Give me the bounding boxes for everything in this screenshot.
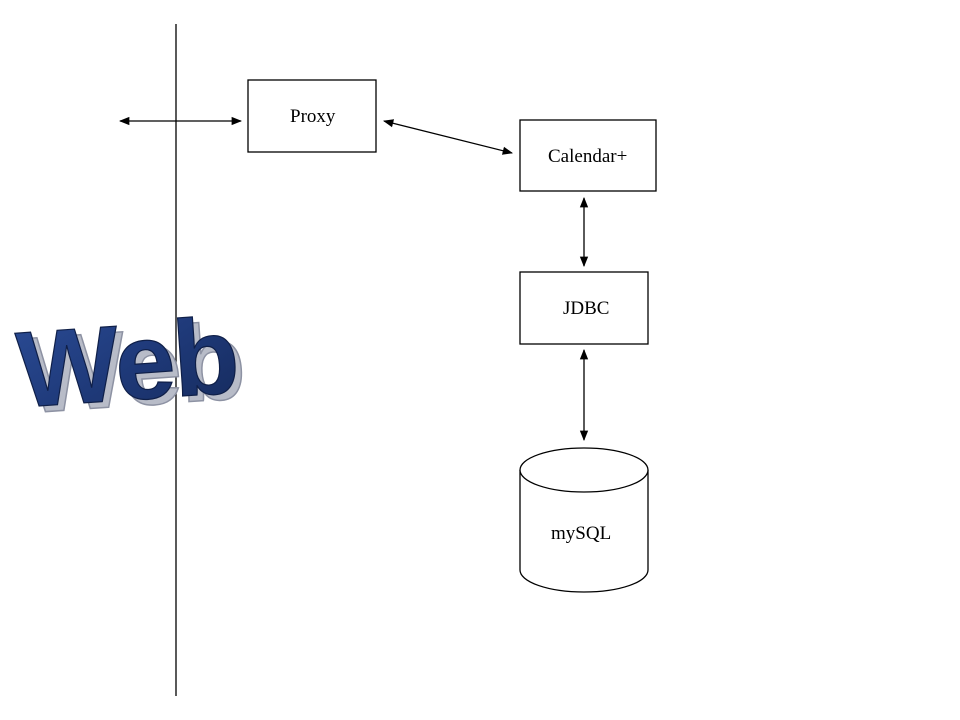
arrow-proxy-calendar xyxy=(382,119,514,155)
jdbc-box xyxy=(519,271,649,345)
calendar-node: Calendar+ xyxy=(519,119,657,192)
mysql-cylinder-body xyxy=(519,470,649,593)
proxy-label: Proxy xyxy=(290,106,336,127)
jdbc-node: JDBC xyxy=(519,271,649,345)
web-wordart-shadow: Web xyxy=(19,300,247,436)
mysql-label: mySQL xyxy=(551,523,611,544)
jdbc-label: JDBC xyxy=(563,298,609,319)
mysql-cylinder-top xyxy=(519,447,649,493)
proxy-box xyxy=(247,79,377,153)
calendar-label: Calendar+ xyxy=(548,146,627,167)
web-wordart-text: Web xyxy=(13,294,241,430)
web-wordart: Web Web xyxy=(12,294,248,437)
proxy-node: Proxy xyxy=(247,79,377,153)
mysql-node: mySQL xyxy=(519,447,649,593)
calendar-box xyxy=(519,119,657,192)
